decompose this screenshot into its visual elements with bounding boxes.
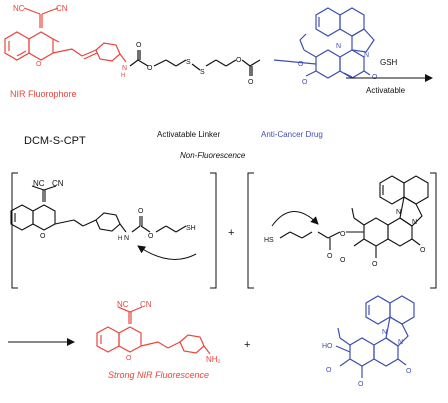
atom-ring-oxygen-int1: O: [40, 233, 46, 240]
atom-nc: NC: [13, 4, 25, 13]
atom-amine-product: NH₂: [206, 355, 221, 364]
atom-hydroxyl-product: HO: [322, 343, 333, 350]
atom-ring-oxygen-product: O: [126, 355, 132, 362]
atom-amide-hydrogen: H: [121, 73, 125, 79]
atom-carbonate-oxo: O: [248, 79, 254, 86]
linker-label: Activatable Linker: [157, 130, 220, 139]
atom-thiol-int2: HS: [264, 237, 274, 244]
product-label: Strong NIR Fluorescence: [108, 370, 209, 380]
atom-lactone-oxygen-product: O: [358, 381, 364, 388]
atom-cn: CN: [56, 4, 68, 13]
atom-carbonate-oxygen: O: [236, 57, 242, 64]
nucleophilic-attack-arrow-2: [271, 211, 319, 227]
atom-ring-nitrogen: N: [364, 52, 369, 59]
atom-ring-oxygen: O: [36, 61, 42, 68]
atom-thiol-int1: SH: [186, 225, 196, 232]
plus-sign-bottom: +: [244, 339, 250, 351]
fluorophore-label: NIR Fluorophore: [10, 89, 77, 99]
intermediate-2-structure: [279, 175, 429, 258]
atom-ketone-oxygen-int2: O: [420, 247, 426, 254]
atom-sulfur-1: S: [186, 59, 191, 66]
atom-nc-product: NC: [117, 300, 129, 309]
drug-label: Anti-Cancer Drug: [261, 130, 323, 139]
nucleophilic-attack-arrow-1: [137, 245, 197, 260]
dcm-s-cpt-molecule: NC CN O N H O O S S O O: [4, 4, 378, 86]
anti-cancer-drug-structure: [273, 7, 375, 79]
left-bracket-group: [11, 172, 217, 289]
atom-cn-int1: CN: [52, 179, 64, 188]
atom-lactone-oxygen-int2: O: [372, 261, 378, 268]
atom-quinoline-nitrogen-product: N: [382, 329, 387, 336]
atom-ester-oxygen-int2: O: [340, 231, 346, 238]
plus-sign-middle: +: [228, 227, 234, 239]
atom-quinoline-nitrogen-int2: N: [396, 209, 401, 216]
atom-lactone-oxo: O: [298, 61, 304, 68]
atom-lactone-oxo-product: O: [326, 367, 332, 374]
camptothecin-product-structure: [335, 295, 415, 378]
atom-quinoline-nitrogen: N: [336, 43, 341, 50]
atom-amide-nitrogen: N: [122, 65, 127, 72]
atom-amide-nitrogen-int1: N: [124, 235, 129, 242]
atom-ring-nitrogen-int2: N: [412, 219, 417, 226]
atom-amide-hydrogen-int1: H: [118, 236, 122, 242]
nir-fluorophore-structure: [4, 7, 127, 63]
atom-cn-product: CN: [140, 300, 152, 309]
intermediate-1-structure: [10, 185, 187, 233]
atom-ketone-oxygen-product: O: [406, 368, 412, 375]
fluorescence-state: Non-Fluorescence: [180, 151, 246, 160]
atom-ester-oxo-int2: O: [327, 253, 333, 260]
right-bracket-group: [247, 172, 437, 289]
atom-carbamate-oxygen-int1: O: [148, 233, 154, 240]
atom-carbamate-oxo-int1: O: [138, 208, 144, 215]
atom-lactone-oxygen: O: [302, 79, 308, 86]
reagent-label: GSH: [380, 58, 398, 67]
compound-name: DCM-S-CPT: [24, 135, 86, 147]
atom-carbamate-oxo: O: [136, 42, 142, 49]
arrow-condition-label: Activatable: [366, 86, 406, 95]
atom-carbamate-oxygen: O: [147, 65, 153, 72]
atom-sulfur-2: S: [200, 69, 205, 76]
atom-lactone-oxo-int2: O: [340, 257, 346, 264]
atom-nc-int1: NC: [33, 179, 45, 188]
atom-ring-nitrogen-product: N: [398, 339, 403, 346]
dcm-nh2-product-structure: [96, 306, 211, 355]
activatable-linker-structure: [129, 50, 261, 76]
